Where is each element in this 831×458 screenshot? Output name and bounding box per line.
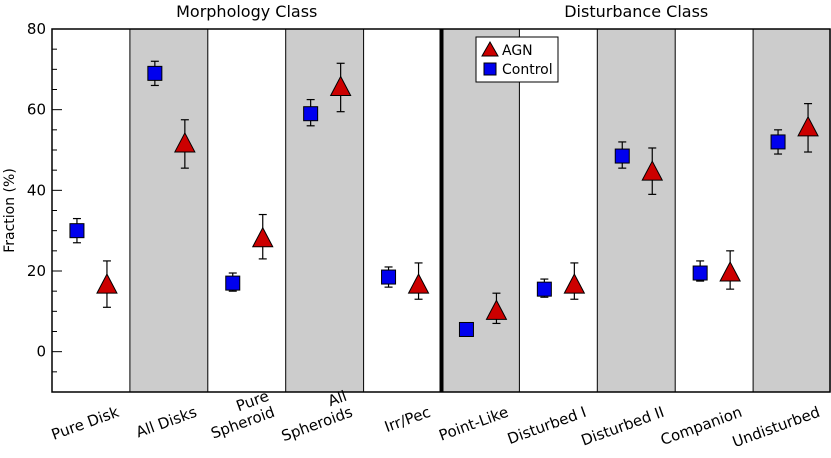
agn-marker xyxy=(329,75,352,96)
category-label-line: Irr/Pec xyxy=(382,403,433,436)
control-point xyxy=(147,60,163,87)
control-marker xyxy=(381,269,397,285)
shaded-column xyxy=(597,29,676,392)
control-marker xyxy=(69,223,85,239)
morphology-class-title: Morphology Class xyxy=(176,2,317,21)
category-label-line: Spheroids xyxy=(279,403,355,445)
control-marker xyxy=(147,65,163,81)
category-label-line: Point-Like xyxy=(436,403,510,445)
category-label: AllSpheroids xyxy=(273,387,355,445)
y-tick-label: 20 xyxy=(27,262,46,280)
agn-marker xyxy=(251,226,274,248)
control-point xyxy=(692,260,708,282)
control-marker xyxy=(225,275,241,291)
column-dividers xyxy=(129,29,754,392)
agn-point xyxy=(96,260,118,308)
y-tick-label: 60 xyxy=(27,101,46,119)
agn-point xyxy=(797,103,819,153)
control-point xyxy=(381,266,397,288)
category-label-line: Disturbed II xyxy=(579,403,667,450)
agn-marker xyxy=(407,273,430,294)
control-point xyxy=(69,217,85,244)
agn-marker xyxy=(719,260,741,282)
group-titles: Morphology Class Disturbance Class xyxy=(176,2,708,21)
category-label: Pure Disk xyxy=(49,403,122,444)
category-labels: Pure Disk All DisksPureSpheroidAllSpheroi… xyxy=(49,387,822,451)
control-marker xyxy=(770,134,786,150)
legend-label: AGN xyxy=(502,43,533,59)
control-point xyxy=(770,129,786,155)
agn-marker xyxy=(641,160,664,181)
agn-point xyxy=(174,119,196,169)
plot-frame xyxy=(51,28,831,393)
control-point xyxy=(225,272,241,292)
category-label-line: Companion xyxy=(658,403,744,449)
control-marker xyxy=(458,321,474,337)
shaded-columns xyxy=(129,29,831,392)
agn-point xyxy=(641,147,664,195)
disturbance-class-title: Disturbance Class xyxy=(564,2,708,21)
shaded-column xyxy=(753,29,831,392)
control-point xyxy=(536,278,552,298)
shaded-column xyxy=(441,29,520,392)
agn-point xyxy=(719,250,741,290)
legend-agn-marker xyxy=(481,40,499,57)
agn-point xyxy=(251,213,274,260)
y-tick-label: 0 xyxy=(36,343,46,361)
y-tick-label: 80 xyxy=(27,20,46,38)
control-marker xyxy=(536,281,552,297)
y-axis-label: Fraction (%) xyxy=(2,168,18,253)
category-label: Irr/Pec xyxy=(382,403,433,436)
agn-marker xyxy=(96,273,118,294)
agn-marker xyxy=(485,299,508,320)
legend-control-marker xyxy=(483,62,497,76)
category-label: Point-Like xyxy=(436,403,510,445)
agn-point xyxy=(563,262,586,300)
legend-label: Control xyxy=(502,62,553,78)
category-label: Disturbed II xyxy=(579,403,667,450)
category-label: PureSpheroid xyxy=(203,387,277,443)
control-point xyxy=(614,141,630,169)
control-point xyxy=(458,321,474,337)
control-marker xyxy=(692,265,708,281)
legend: AGN Control xyxy=(475,36,559,83)
agn-marker xyxy=(174,131,196,153)
control-marker xyxy=(614,148,630,164)
category-label: Disturbed I xyxy=(505,403,589,448)
shaded-column xyxy=(129,29,208,392)
agn-point xyxy=(485,292,508,325)
control-point xyxy=(303,98,319,127)
category-label: All Disks xyxy=(133,403,199,442)
category-label: Undisturbed xyxy=(730,403,822,451)
category-label-line: Pure Disk xyxy=(49,403,122,444)
data-marks xyxy=(69,60,819,337)
category-label-line: All Disks xyxy=(133,403,199,442)
agn-marker xyxy=(797,115,819,137)
agn-marker xyxy=(563,273,586,294)
category-label: Companion xyxy=(658,403,744,449)
agn-point xyxy=(329,62,352,113)
y-tick-label: 40 xyxy=(27,181,46,199)
y-axis: 0 20 40 60 80 xyxy=(27,20,62,393)
category-label-line: Disturbed I xyxy=(505,403,589,448)
control-marker xyxy=(303,106,319,122)
category-label-line: Undisturbed xyxy=(730,403,822,451)
shaded-column xyxy=(285,29,364,392)
agn-point xyxy=(407,262,430,300)
